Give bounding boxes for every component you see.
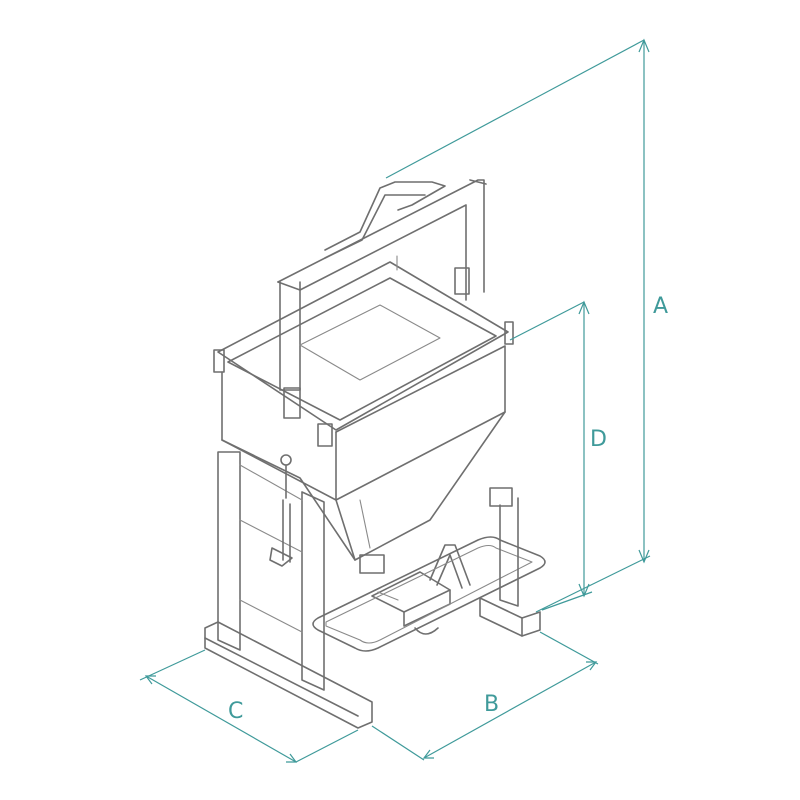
support-frame	[204, 451, 541, 729]
discharge-gate	[371, 544, 471, 635]
lifting-bail	[277, 179, 487, 419]
hopper-body	[221, 345, 513, 574]
dimension-c	[139, 649, 359, 763]
dimension-label-b: B	[484, 692, 499, 717]
dimension-b	[371, 631, 599, 761]
dimension-annotations: A D C B	[139, 38, 668, 763]
dimension-a	[385, 38, 651, 613]
concrete-skip-drawing	[204, 179, 546, 729]
dimension-label-d: D	[590, 427, 607, 452]
foot-rail	[312, 536, 546, 652]
hopper-rim	[213, 255, 514, 447]
dimension-label-c: C	[228, 699, 243, 724]
dimension-d	[509, 300, 593, 611]
dimension-label-a: A	[653, 294, 668, 319]
